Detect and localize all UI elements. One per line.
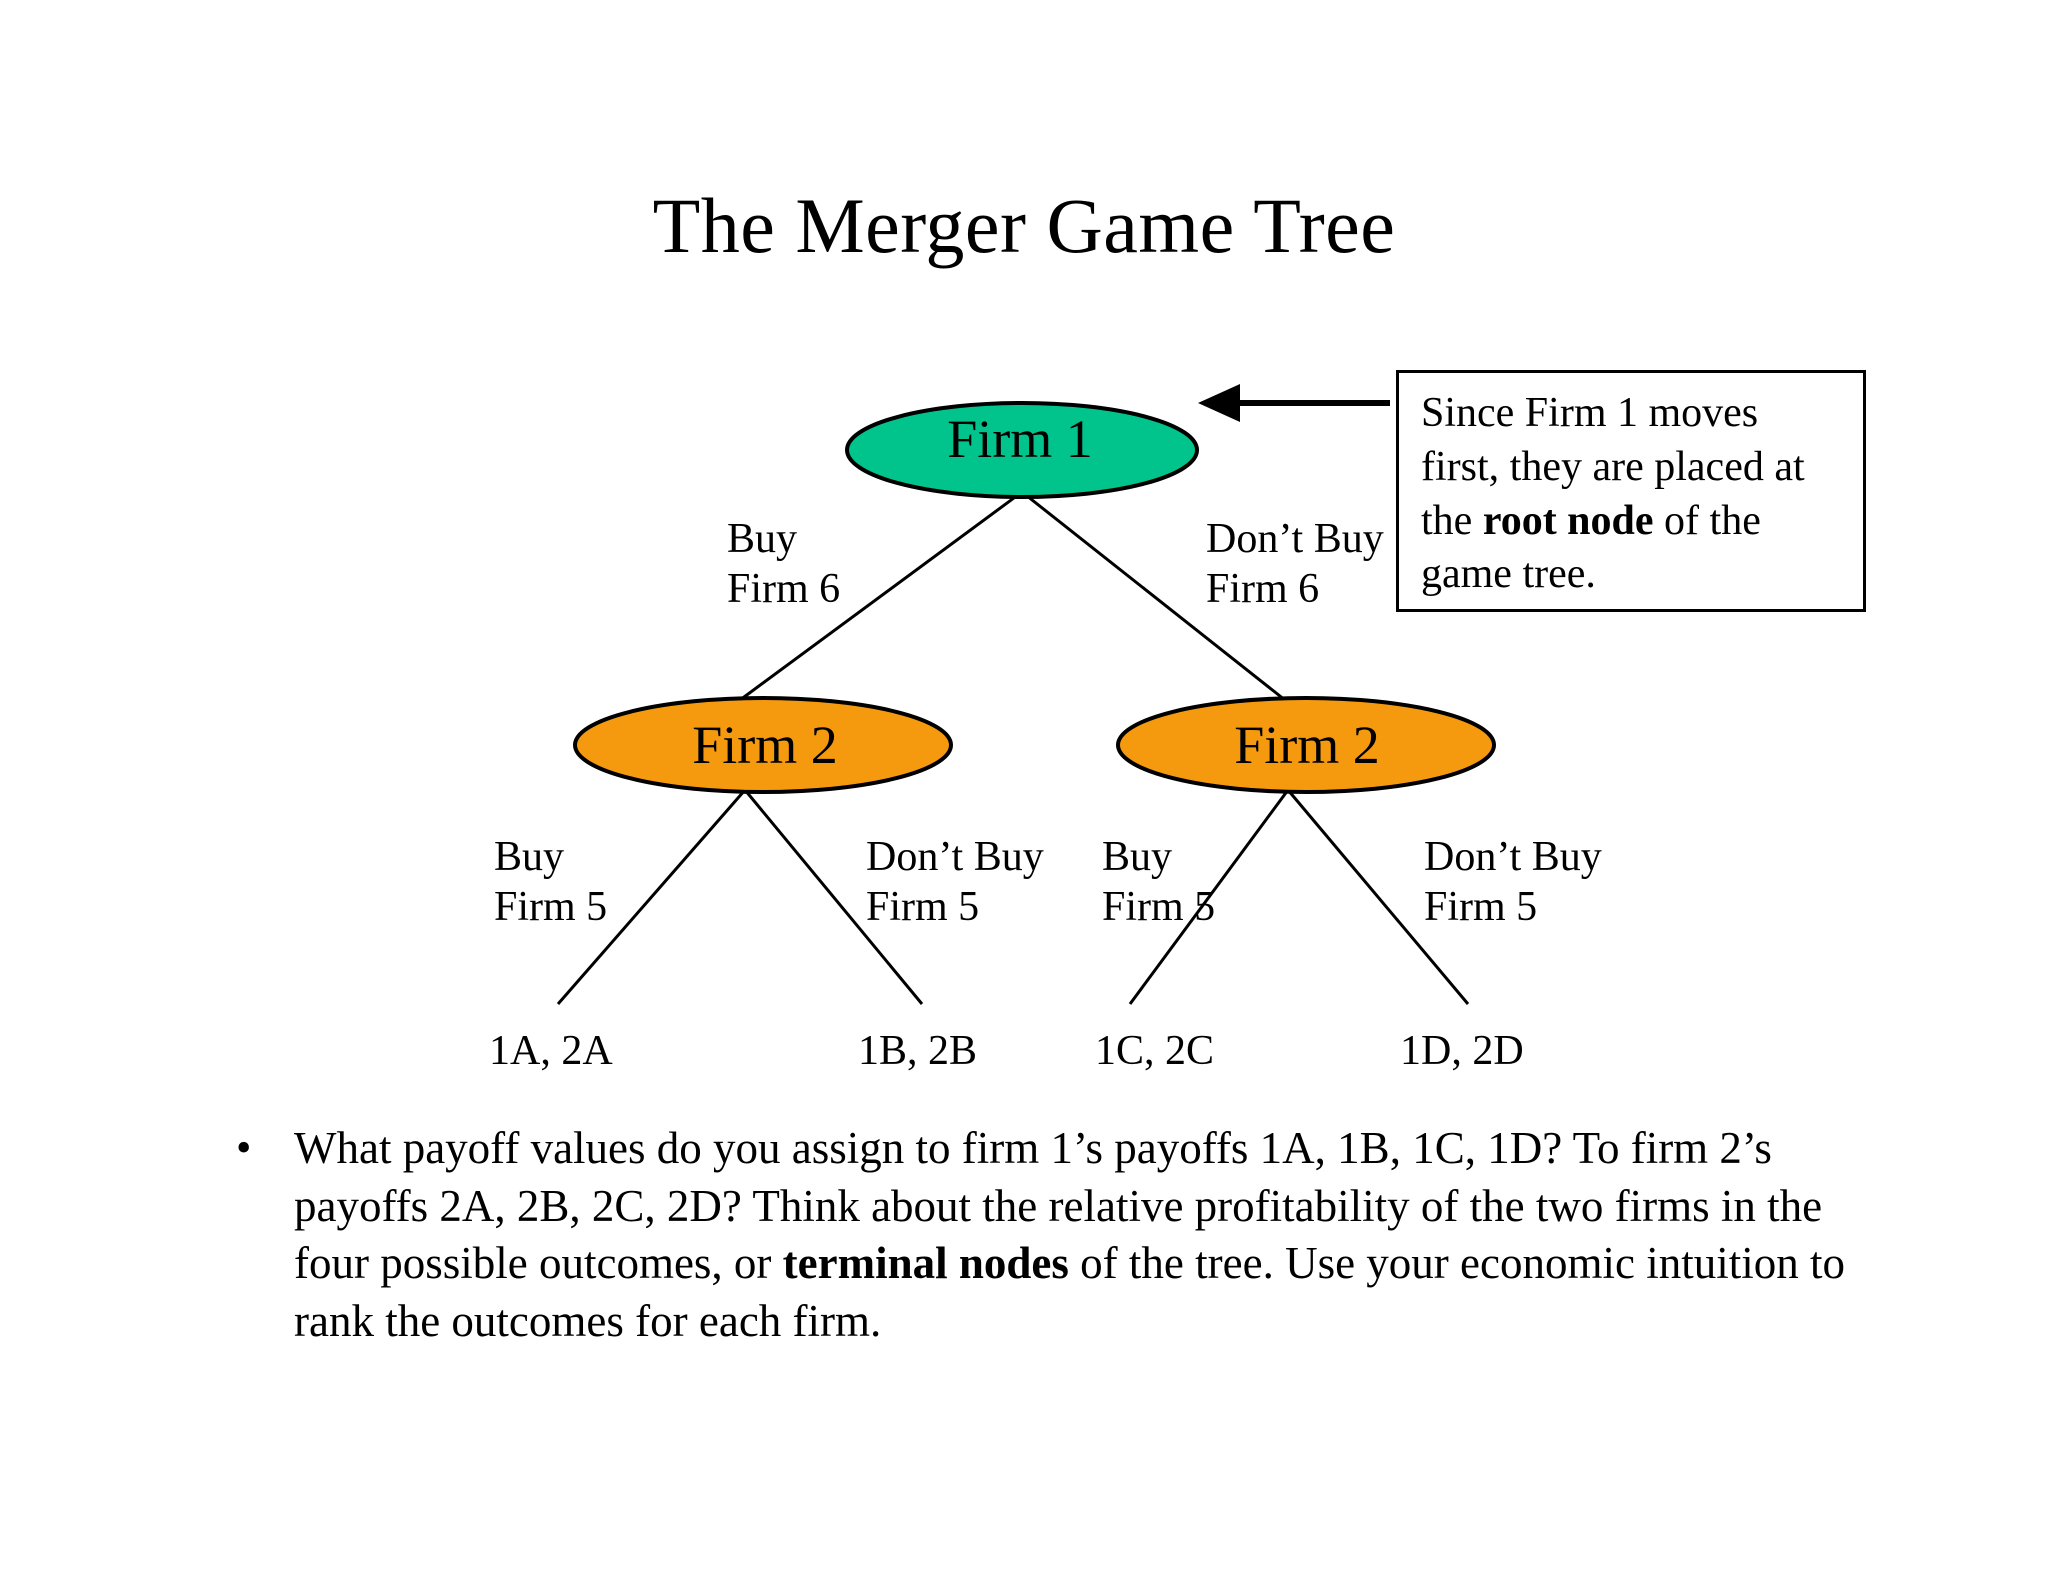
branch-label-firm2-right-buy: Buy Firm 5 (1102, 833, 1215, 932)
branch-label-line1: Don’t Buy (866, 834, 1044, 880)
branch-label-root-left: Buy Firm 6 (727, 515, 840, 614)
node-firm1-ellipse[interactable] (845, 401, 1199, 499)
branch-label-line1: Don’t Buy (1206, 516, 1384, 562)
terminal-node-label-c: 1C, 2C (1095, 1028, 1215, 1074)
branch-label-line2: Firm 5 (1102, 883, 1216, 930)
edge-firm2-right-buy (1128, 789, 1290, 1005)
branch-label-line2: Firm 6 (727, 565, 841, 612)
node-firm2-right-ellipse[interactable] (1116, 696, 1496, 794)
terminal-node-label-d: 1D, 2D (1400, 1028, 1524, 1074)
terminal-node-label-a: 1A, 2A (489, 1028, 613, 1074)
branch-label-line2: Firm 5 (866, 883, 980, 930)
edge-root-right (1021, 490, 1286, 702)
callout-text-part1: Since Firm 1 moves first, they are place… (1421, 390, 1805, 544)
page-title: The Merger Game Tree (652, 182, 1396, 269)
terminal-node-label-b: 1B, 2B (858, 1028, 978, 1074)
bullet-text-emphasis: terminal nodes (782, 1238, 1069, 1289)
callout-arrow-icon (1198, 384, 1390, 422)
callout-box: Since Firm 1 moves first, they are place… (1396, 370, 1866, 612)
branch-label-line1: Buy (1102, 834, 1173, 880)
edge-firm2-left-buy (556, 789, 747, 1005)
callout-text-part2: of the game tree. (1421, 497, 1761, 598)
node-firm2-left-label: Firm 2 (692, 715, 838, 775)
node-firm2-left-ellipse[interactable] (573, 696, 953, 794)
bullet-text-part1: What payoff values do you assign to firm… (294, 1123, 1823, 1289)
branch-label-line1: Buy (494, 834, 565, 880)
callout-text-emphasis: root node (1482, 497, 1654, 544)
branch-label-firm2-left-dontbuy: Don’t Buy Firm 5 (866, 833, 1044, 932)
edge-firm2-left-dontbuy (743, 789, 924, 1005)
node-firm2-right-label: Firm 2 (1234, 715, 1380, 775)
node-firm1-label: Firm 1 (947, 409, 1093, 469)
branch-label-root-right: Don’t Buy Firm 6 (1206, 515, 1384, 614)
bullet-text: What payoff values do you assign to firm… (294, 1120, 1896, 1350)
bullet-marker: • (236, 1123, 252, 1172)
branch-label-line2: Firm 5 (494, 883, 608, 930)
callout-text: Since Firm 1 moves first, they are place… (1421, 387, 1845, 602)
branch-label-line2: Firm 5 (1424, 883, 1538, 930)
branch-label-firm2-right-dontbuy: Don’t Buy Firm 5 (1424, 833, 1602, 932)
edge-firm2-right-dontbuy (1286, 789, 1470, 1005)
bullet-text-part2: of the tree. Use your economic intuition… (294, 1238, 1845, 1346)
branch-label-line2: Firm 6 (1206, 565, 1320, 612)
branch-label-line1: Don’t Buy (1424, 834, 1602, 880)
branch-label-firm2-left-buy: Buy Firm 5 (494, 833, 607, 932)
edge-root-left (739, 490, 1023, 702)
branch-label-line1: Buy (727, 516, 798, 562)
bullet-paragraph: • What payoff values do you assign to fi… (236, 1120, 1896, 1350)
